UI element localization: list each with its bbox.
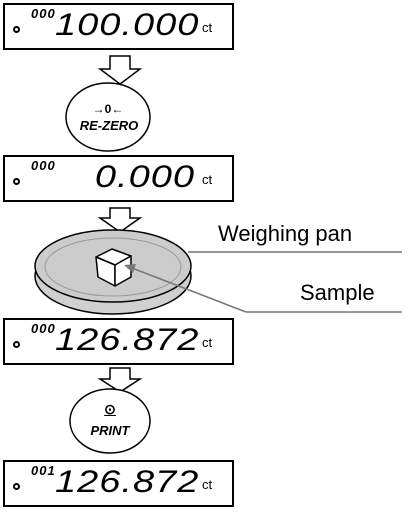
weight-readout: 126.872 (55, 322, 200, 358)
unit-label: ct (202, 335, 213, 350)
display-3: 000 126.872 ct (3, 318, 234, 365)
down-arrow-2 (97, 207, 143, 233)
unit-label: ct (202, 172, 213, 187)
stable-indicator (13, 341, 20, 348)
unit-label: ct (202, 20, 213, 35)
display-2: 000 0.000 ct (3, 155, 234, 202)
weight-readout: 0.000 (94, 159, 195, 195)
display-4: 001 126.872 ct (3, 460, 234, 507)
display-1: 000 100.000 ct (3, 3, 234, 50)
weight-readout: 126.872 (55, 464, 200, 500)
print-key[interactable] (69, 388, 151, 454)
sample-label: Sample (300, 280, 375, 305)
sample-cube (95, 248, 132, 287)
sample-leader (124, 264, 402, 313)
stable-indicator (13, 26, 20, 33)
print-key-symbol: ⊙ (104, 401, 116, 417)
stable-indicator (13, 483, 20, 490)
data-counter: 000 (31, 6, 56, 21)
print-key-label: PRINT (90, 423, 130, 438)
rezero-key[interactable] (65, 82, 151, 152)
data-counter: 001 (31, 463, 56, 478)
data-counter: 000 (31, 321, 56, 336)
weighing-pan-label: Weighing pan (218, 221, 353, 246)
down-arrow-3 (97, 367, 143, 393)
weight-readout: 100.000 (55, 7, 200, 43)
down-arrow-1 (97, 55, 143, 85)
rezero-key-label: RE-ZERO (79, 118, 139, 133)
stable-indicator (13, 178, 20, 185)
unit-label: ct (202, 477, 213, 492)
rezero-key-symbol: →0← (92, 102, 124, 116)
data-counter: 000 (31, 158, 56, 173)
